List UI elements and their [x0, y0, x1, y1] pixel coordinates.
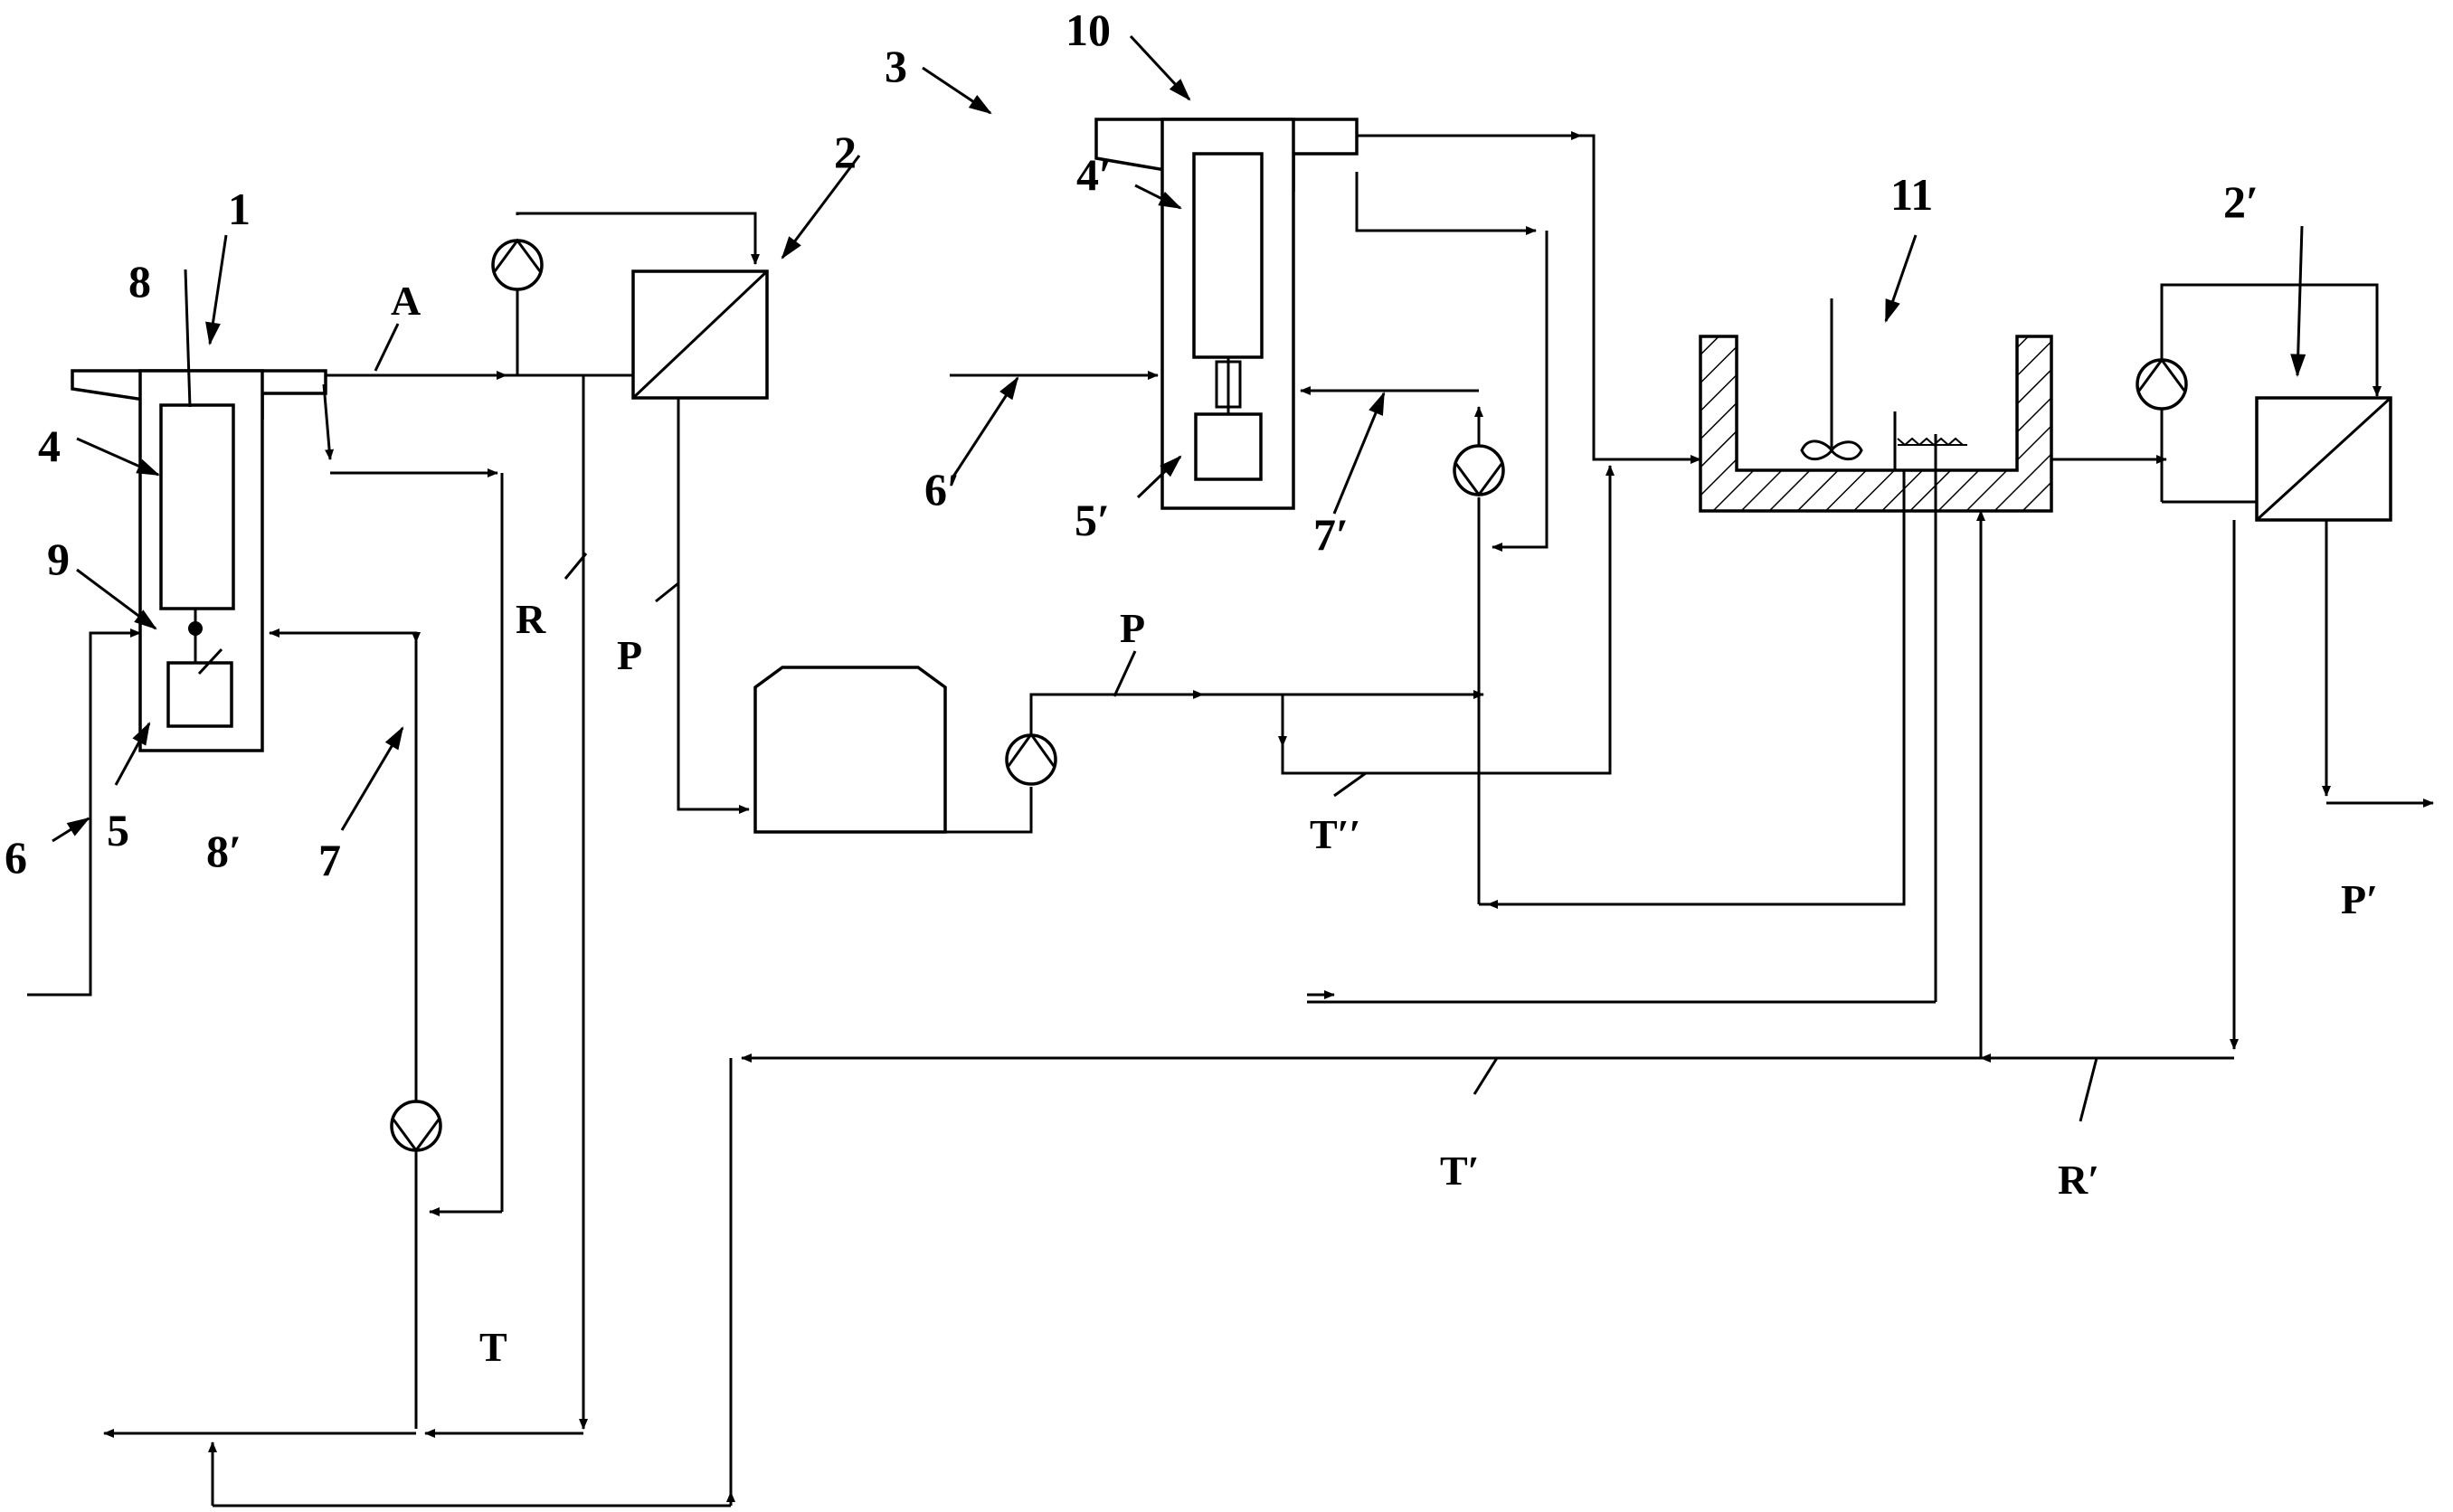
vessel-11-piping [1307, 470, 1985, 1058]
membrane-filter-2p [2255, 396, 2392, 522]
label-6p: 6′ [924, 464, 960, 515]
label-4: 4 [38, 421, 61, 471]
membrane-module-4p [1192, 152, 1264, 359]
label-10: 10 [1065, 5, 1111, 55]
line-Tpp [1278, 465, 1615, 775]
pump-P [945, 690, 1484, 834]
pump-unit-2p [2136, 283, 2382, 504]
label-1: 1 [228, 184, 251, 234]
label-Tp: T′ [1440, 1148, 1480, 1194]
reactor-10 [1094, 118, 1359, 510]
label-9: 9 [47, 534, 70, 584]
line-P-1 [677, 398, 750, 814]
label-4p: 4′ [1076, 149, 1112, 200]
feed-line-6 [27, 628, 141, 997]
label-6: 6 [5, 832, 27, 883]
callout-leaders [52, 34, 2306, 1122]
valve-9 [188, 621, 203, 636]
line-Rp-Tp [729, 520, 2239, 1492]
label-5p: 5′ [1075, 495, 1110, 545]
label-P-1: P [617, 632, 642, 678]
stirrer-propeller-icon [1800, 439, 1863, 461]
label-2: 2 [834, 127, 857, 177]
labels: 1 8 4 9 6 5 8′ 7 A R P T 2 3 10 4′ 5′ 6′… [5, 5, 2378, 1370]
label-11: 11 [1890, 169, 1933, 220]
label-A: A [391, 278, 421, 324]
recirc-line-7p [1300, 386, 1906, 909]
label-8p: 8′ [206, 826, 242, 876]
storage-tank [753, 666, 947, 834]
label-T: T [479, 1324, 507, 1370]
line-A [322, 371, 633, 1216]
label-Pp: P′ [2341, 876, 2378, 922]
label-Tpp: T′′ [1310, 811, 1361, 857]
vessel-11 [1699, 298, 2053, 1002]
membrane-module-8 [159, 403, 235, 610]
label-3: 3 [885, 41, 907, 91]
line-T [103, 1429, 735, 1507]
reactor-1 [71, 369, 327, 752]
line-Pp [2322, 520, 2434, 808]
label-2p: 2′ [2223, 176, 2259, 227]
label-5: 5 [107, 805, 129, 855]
recirc-line-7 [269, 628, 442, 1429]
label-Rp: R′ [2058, 1157, 2099, 1203]
reactor-10-outlets [1355, 131, 1701, 552]
label-R: R [516, 596, 546, 642]
label-P-2: P [1120, 605, 1145, 651]
label-8: 8 [128, 256, 151, 307]
pump-unit-2 [491, 212, 760, 375]
line-R [424, 375, 588, 1438]
label-7: 7 [318, 835, 341, 885]
membrane-filter-2 [631, 269, 769, 400]
label-7p: 7′ [1313, 509, 1349, 560]
aerator-5p [1194, 412, 1263, 481]
